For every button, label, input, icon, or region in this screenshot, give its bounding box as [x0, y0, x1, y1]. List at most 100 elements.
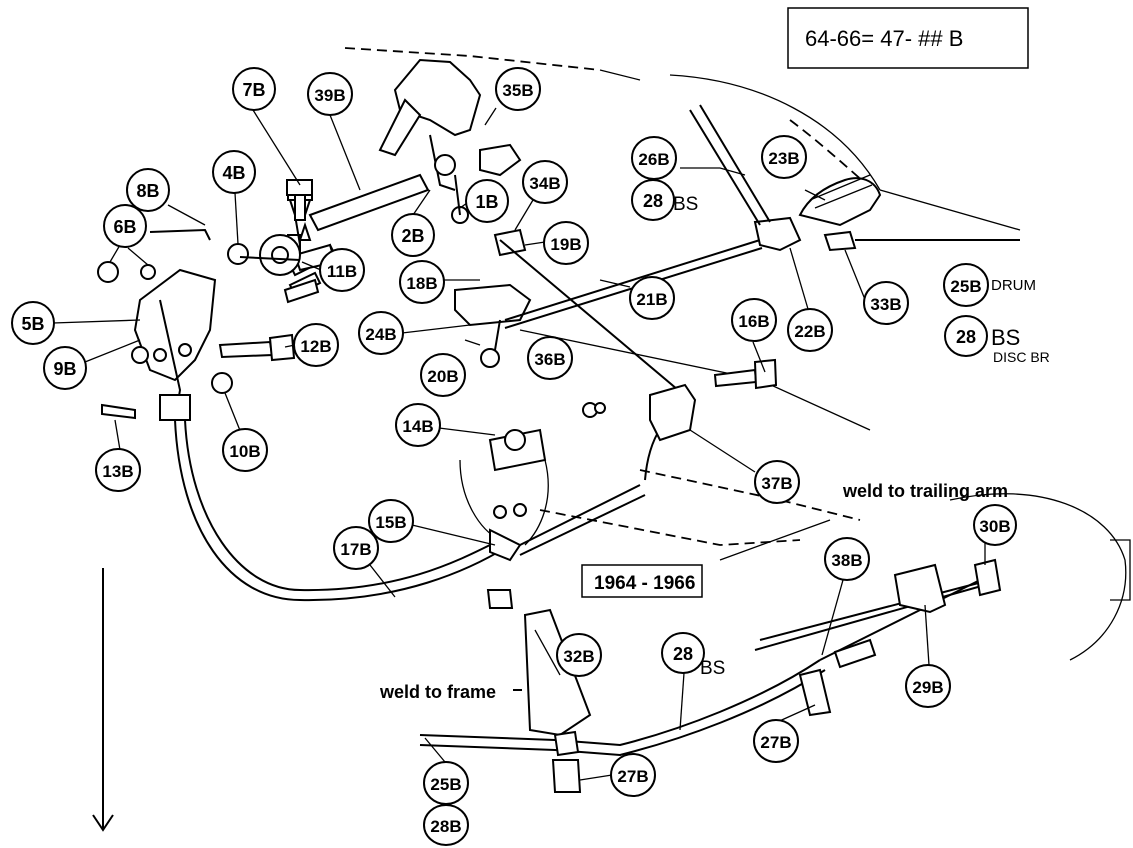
svg-text:11B: 11B [327, 262, 357, 281]
callout-19B: 19B [543, 221, 589, 265]
callout-33B: 33B [863, 281, 909, 325]
svg-text:22B: 22B [794, 322, 825, 341]
callout-37B: 37B [754, 460, 800, 504]
svg-text:4B: 4B [222, 163, 245, 183]
callout-14B: 14B [395, 403, 441, 447]
leader-lines [52, 107, 986, 781]
callout-26B: 26B [631, 136, 677, 180]
callout-30B: 30B [973, 504, 1017, 546]
callout-6B: 6B [103, 204, 147, 248]
svg-text:28B: 28B [430, 817, 461, 836]
intermediate-bracket [454, 228, 763, 401]
svg-text:30B: 30B [979, 517, 1010, 536]
callout-24B: 24B [358, 311, 404, 355]
callout-28-disc: 28 [944, 315, 988, 357]
svg-text:25B: 25B [950, 277, 981, 296]
svg-text:36B: 36B [534, 350, 565, 369]
callout-15B: 15B [368, 499, 414, 543]
svg-text:34B: 34B [529, 174, 560, 193]
callout-22B: 22B [787, 308, 833, 352]
svg-text:29B: 29B [912, 678, 943, 697]
mounting-bracket [97, 261, 233, 421]
callout-25B-lower: 25B [423, 761, 469, 805]
callout-23B: 23B [761, 135, 807, 179]
svg-text:18B: 18B [406, 274, 437, 293]
callout-34B: 34B [522, 160, 568, 204]
body-outline [344, 47, 1021, 561]
svg-text:20B: 20B [427, 367, 458, 386]
svg-text:25B: 25B [430, 775, 461, 794]
svg-text:6B: 6B [113, 217, 136, 237]
callout-39B: 39B [307, 72, 353, 116]
svg-text:35B: 35B [502, 81, 533, 100]
svg-text:13B: 13B [102, 462, 133, 481]
down-arrow [92, 568, 114, 832]
svg-text:15B: 15B [375, 513, 406, 532]
callouts: 7B 39B 35B 8B 4B 6B 2B 1B 34B 26B 28 23B… [11, 67, 1017, 846]
callout-1B: 1B [465, 179, 509, 223]
callout-17B: 17B [333, 526, 379, 570]
callout-9B: 9B [43, 346, 87, 390]
handle-knob [286, 179, 313, 221]
callout-38B: 38B [824, 537, 870, 581]
svg-text:8B: 8B [136, 181, 159, 201]
callout-28-lower: 28 [661, 632, 705, 674]
callout-32B: 32B [556, 633, 602, 677]
header-box-text: 64-66= 47- ## B [805, 26, 963, 51]
weld-trailing-arm-label: weld to trailing arm [842, 481, 1008, 501]
callout-27B-right: 27B [753, 719, 799, 763]
callout-16B: 16B [731, 298, 777, 342]
svg-text:21B: 21B [636, 290, 667, 309]
svg-text:27B: 27B [760, 733, 791, 752]
svg-text:19B: 19B [550, 235, 581, 254]
callout-18B: 18B [399, 260, 445, 304]
callout-28B: 28B [423, 804, 469, 846]
bs-label-28: BS [700, 658, 725, 679]
header-box: 64-66= 47- ## B [787, 7, 1029, 69]
rear-cable [419, 493, 1131, 793]
svg-text:26B: 26B [638, 150, 669, 169]
callout-29B: 29B [905, 664, 951, 708]
svg-text:16B: 16B [738, 312, 769, 331]
svg-text:9B: 9B [53, 359, 76, 379]
callout-25B-upper: 25B [943, 263, 989, 307]
svg-text:39B: 39B [314, 86, 345, 105]
svg-text:14B: 14B [402, 417, 433, 436]
year-box: 1964 - 1966 [581, 564, 703, 598]
equalizer-spring [689, 104, 1020, 252]
svg-text:28: 28 [673, 644, 693, 664]
callout-28-upper: 28 [631, 179, 675, 221]
callout-10B: 10B [222, 428, 268, 472]
weld-frame-label: weld to frame [379, 682, 496, 702]
svg-text:17B: 17B [340, 540, 371, 559]
svg-text:5B: 5B [21, 314, 44, 334]
svg-text:1B: 1B [475, 192, 498, 212]
svg-text:33B: 33B [870, 295, 901, 314]
drum-label: DRUM [991, 277, 1036, 294]
svg-text:32B: 32B [563, 647, 594, 666]
bs-label-26: BS [673, 194, 698, 215]
callout-12B: 12B [293, 323, 339, 367]
svg-text:10B: 10B [229, 442, 260, 461]
svg-text:27B: 27B [617, 767, 648, 786]
pivot-parts [149, 228, 301, 276]
svg-text:28: 28 [956, 327, 976, 347]
bs-label-25: BS [991, 325, 1020, 350]
callout-8B: 8B [126, 168, 170, 212]
svg-text:2B: 2B [401, 226, 424, 246]
svg-text:37B: 37B [761, 474, 792, 493]
callout-7B: 7B [232, 67, 276, 111]
svg-text:24B: 24B [365, 325, 396, 344]
svg-text:23B: 23B [768, 149, 799, 168]
bolts [218, 278, 778, 390]
callout-13B: 13B [95, 448, 141, 492]
equalizer-bracket [459, 428, 549, 609]
callout-20B: 20B [420, 353, 466, 397]
callout-27B-left: 27B [610, 753, 656, 797]
svg-text:38B: 38B [831, 551, 862, 570]
svg-text:7B: 7B [242, 80, 265, 100]
callout-21B: 21B [629, 276, 675, 320]
brake-pedal-assembly [378, 58, 522, 224]
callout-36B: 36B [527, 336, 573, 380]
